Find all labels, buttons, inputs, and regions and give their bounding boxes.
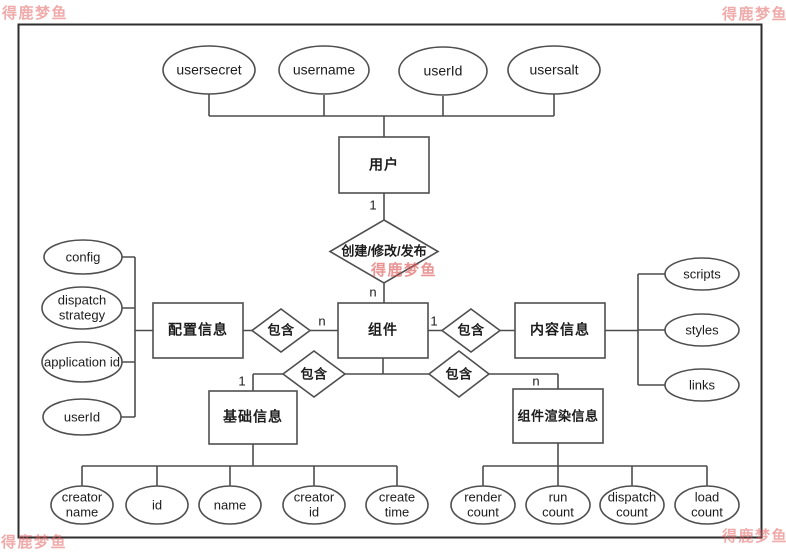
entity-basic-info-shape xyxy=(208,390,298,445)
attr-dispatch-count-label: dispatch count xyxy=(607,489,657,520)
attr-name-shape xyxy=(198,485,262,525)
attr-scripts-shape xyxy=(664,257,740,291)
entity-config-info-label: 配置信息 xyxy=(168,321,228,338)
render-attr-bus xyxy=(482,443,708,487)
cardinality-config-side: n xyxy=(318,313,326,329)
relationship-contains-basic-label: 包含 xyxy=(300,366,328,382)
attr-create-time-shape xyxy=(365,485,429,525)
relationship-contains-basic-shape xyxy=(281,350,347,398)
attr-render-count-shape xyxy=(450,485,516,525)
connector-lines xyxy=(81,94,708,487)
cardinality-basic-side: 1 xyxy=(238,373,246,389)
basic-attr-bus xyxy=(81,444,398,487)
cardinality-user-rel: 1 xyxy=(369,197,377,213)
attr-usersecret-label: usersecret xyxy=(176,61,242,78)
relationship-contains-content-label: 包含 xyxy=(457,322,485,338)
relationship-create-modify-publish-shape xyxy=(328,219,440,284)
entity-content-info-shape xyxy=(514,302,606,359)
attr-scripts-label: scripts xyxy=(683,266,721,282)
watermark-center: 得鹿梦鱼 xyxy=(371,262,438,279)
cardinality-rel-component: n xyxy=(369,284,377,300)
attr-application-id-shape xyxy=(41,341,123,383)
watermark-top-right: 得鹿梦鱼 xyxy=(722,6,786,23)
attr-create-time-label: create time xyxy=(378,489,416,520)
attr-name-label: name xyxy=(213,497,247,513)
attr-application-id-label: application id xyxy=(44,354,120,370)
attr-id-shape xyxy=(125,485,189,525)
attr-styles-shape xyxy=(664,313,740,347)
attr-userid-left-shape xyxy=(42,398,122,436)
attr-config-label: config xyxy=(65,249,101,265)
attr-run-count-label: run count xyxy=(542,489,574,520)
attr-usersecret-shape xyxy=(162,45,256,95)
attr-username-shape xyxy=(278,45,370,95)
entity-component-label: 组件 xyxy=(368,321,398,338)
relationship-contains-render-label: 包含 xyxy=(445,366,473,382)
entity-content-info-label: 内容信息 xyxy=(530,321,590,338)
attr-creator-name-shape xyxy=(50,485,114,525)
relationship-contains-config-shape xyxy=(250,308,312,353)
attr-creator-name-label: creator name xyxy=(61,489,103,520)
relationship-contains-content-shape xyxy=(440,308,502,353)
attr-run-count-shape xyxy=(525,485,591,525)
attr-userid-top-shape xyxy=(398,46,488,96)
watermark-bottom-left: 得鹿梦鱼 xyxy=(1,534,68,551)
entity-user-shape xyxy=(338,136,430,194)
cardinality-render-side: n xyxy=(532,373,540,389)
entity-component-shape xyxy=(337,302,429,359)
attr-userid-left-label: userId xyxy=(63,409,101,425)
attr-styles-label: styles xyxy=(685,322,719,338)
relationship-contains-config-label: 包含 xyxy=(267,322,295,338)
attr-dispatch-strategy-shape xyxy=(41,286,123,330)
attr-creator-id-label: creator id xyxy=(293,489,335,520)
entity-render-info-label: 组件渲染信息 xyxy=(517,408,599,424)
watermark-bottom-right: 得鹿梦鱼 xyxy=(722,528,786,545)
diagram-border xyxy=(17,23,763,539)
attr-links-shape xyxy=(664,368,740,402)
attr-config-shape xyxy=(43,239,123,275)
top-attr-drops xyxy=(208,94,555,116)
attr-dispatch-count-shape xyxy=(599,485,665,525)
entity-config-info-shape xyxy=(152,302,244,359)
attr-username-label: username xyxy=(292,61,356,78)
attr-links-label: links xyxy=(688,377,716,393)
relationship-contains-render-shape xyxy=(427,349,491,399)
cardinality-content-side: 1 xyxy=(430,313,438,329)
entity-render-info-shape xyxy=(512,388,604,444)
attr-userid-top-label: userId xyxy=(423,62,463,79)
entity-user-label: 用户 xyxy=(369,156,399,173)
bottom-tree-elbows xyxy=(252,374,559,391)
config-attr-bus xyxy=(121,256,153,418)
attr-load-count-shape xyxy=(674,485,740,525)
content-attr-bus xyxy=(605,273,665,386)
attr-id-label: id xyxy=(151,497,163,513)
attr-dispatch-strategy-label: dispatch strategy xyxy=(57,292,107,323)
attr-usersalt-label: usersalt xyxy=(529,61,579,78)
entity-basic-info-label: 基础信息 xyxy=(223,408,283,425)
attr-usersalt-shape xyxy=(507,45,601,95)
watermark-top-left: 得鹿梦鱼 xyxy=(2,5,69,22)
attr-load-count-label: load count xyxy=(691,489,723,520)
attr-creator-id-shape xyxy=(282,485,346,525)
relationship-create-modify-publish-label: 创建/修改/发布 xyxy=(341,243,427,259)
attr-render-count-label: render count xyxy=(464,489,502,520)
